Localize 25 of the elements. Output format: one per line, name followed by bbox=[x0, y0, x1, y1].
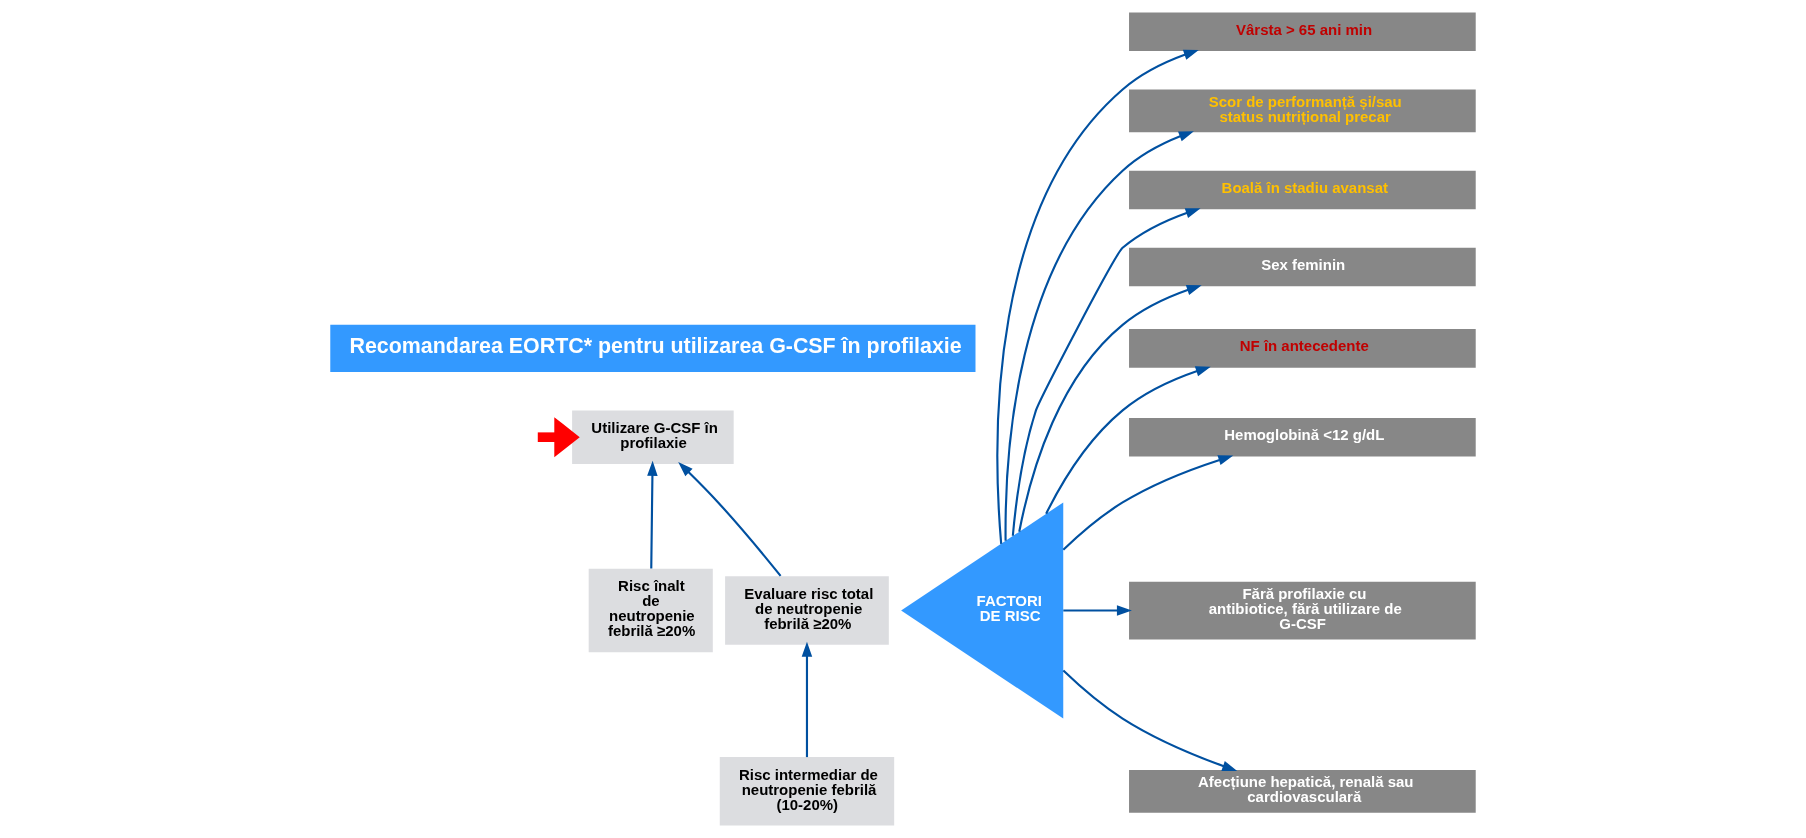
node-box: Fără profilaxie cu antibiotice, fără utilizare de G-CSF bbox=[1129, 581, 1476, 640]
arrow bbox=[1063, 605, 1132, 616]
arrow bbox=[1045, 366, 1211, 515]
arrow bbox=[1004, 131, 1194, 541]
arrow bbox=[996, 49, 1199, 544]
arrow bbox=[1011, 208, 1201, 536]
node-box: Evaluare risc total de neutropenie febrilă ≥20% bbox=[725, 576, 889, 645]
node-box: Recomandarea EORTC* pentru utilizarea G-CSF în profilaxie bbox=[330, 324, 976, 372]
node-box: Risc înalt de neutropenie febrilă ≥20% bbox=[588, 568, 713, 653]
node-box: Boală în stadiu avansat bbox=[1129, 170, 1476, 210]
arrow bbox=[1062, 669, 1238, 771]
node-box: Vârsta > 65 ani min bbox=[1129, 12, 1476, 51]
arrow bbox=[1018, 285, 1202, 532]
arrow bbox=[678, 461, 782, 577]
node-box: Utilizare G-CSF în profilaxie bbox=[572, 410, 734, 464]
node-box: NF în antecedente bbox=[1129, 329, 1476, 368]
arrow bbox=[647, 460, 658, 569]
node-box: Sex feminin bbox=[1129, 247, 1476, 287]
node-box: Afecțiune hepatică, renală sau cardiovasculară bbox=[1129, 769, 1476, 813]
arrow bbox=[1062, 455, 1234, 551]
node-box: Scor de performanță și/sau status nutrițional precar bbox=[1129, 89, 1476, 133]
node-box: Risc intermediar de neutropenie febrilă (10-20%) bbox=[719, 757, 895, 826]
arrow bbox=[801, 641, 813, 758]
node-box: Hemoglobină <12 g/dL bbox=[1129, 417, 1476, 457]
arrow bbox=[537, 417, 580, 458]
